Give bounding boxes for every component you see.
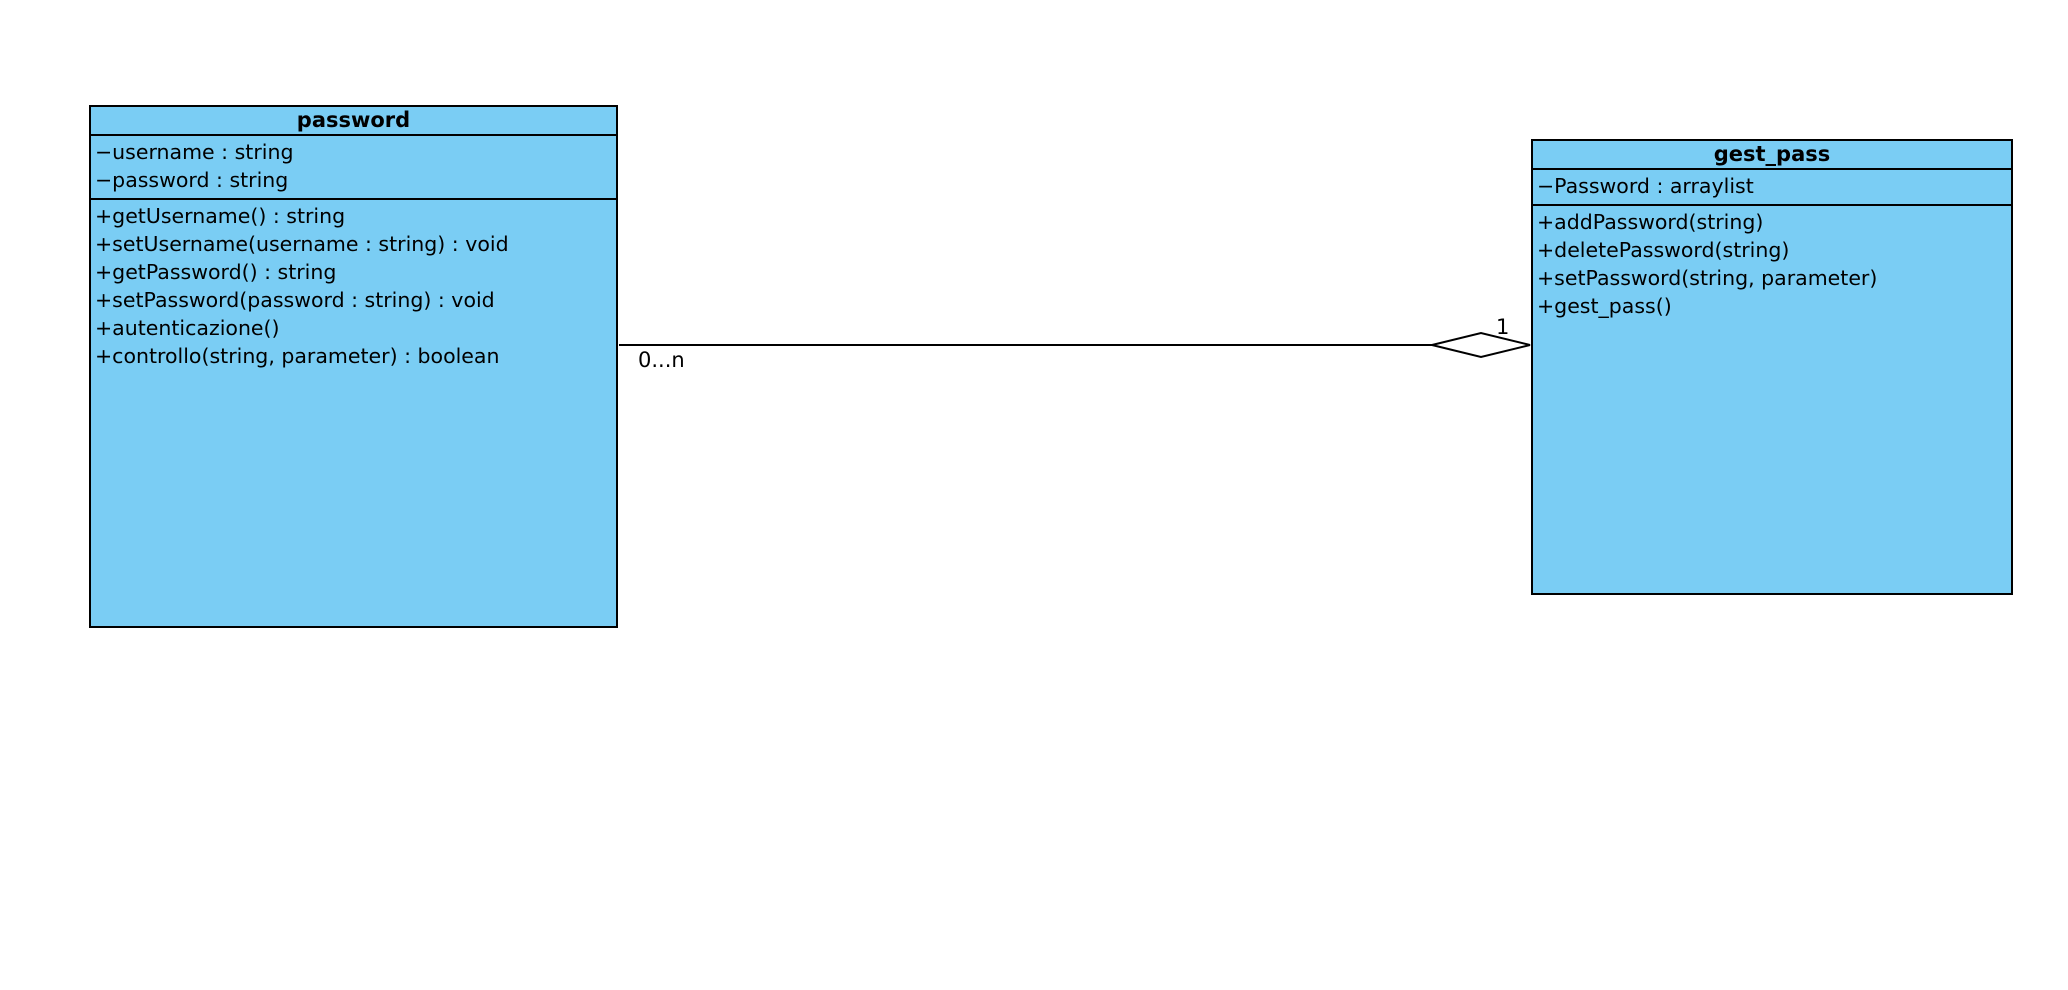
class-password-name: password [91,107,616,136]
operation: +deletePassword(string) [1537,238,1790,262]
operation: +autenticazione() [95,316,280,340]
class-gest-pass-name: gest_pass [1533,141,2011,170]
source-multiplicity-label: 0...n [638,348,685,372]
attribute: −username : string [95,140,294,164]
attribute: −Password : arraylist [1537,174,1754,198]
class-password-operations: +getUsername() : string +setUsername(use… [91,200,616,374]
operation: +addPassword(string) [1537,210,1764,234]
class-gest-pass-operations: +addPassword(string) +deletePassword(str… [1533,206,2011,324]
attribute: −password : string [95,168,289,192]
target-multiplicity-label: 1 [1496,315,1510,339]
operation: +getPassword() : string [95,260,337,284]
operation: +getUsername() : string [95,204,346,228]
class-password[interactable]: password −username : string −password : … [89,105,618,628]
operation: +controllo(string, parameter) : boolean [95,344,500,368]
operation: +setPassword(password : string) : void [95,288,495,312]
operation: +gest_pass() [1537,294,1672,318]
class-password-attributes: −username : string −password : string [91,136,616,200]
class-gest-pass-attributes: −Password : arraylist [1533,170,2011,206]
class-gest-pass[interactable]: gest_pass −Password : arraylist +addPass… [1531,139,2013,595]
aggregation-diamond [1431,331,1531,359]
operation: +setPassword(string, parameter) [1537,266,1878,290]
operation: +setUsername(username : string) : void [95,232,509,256]
